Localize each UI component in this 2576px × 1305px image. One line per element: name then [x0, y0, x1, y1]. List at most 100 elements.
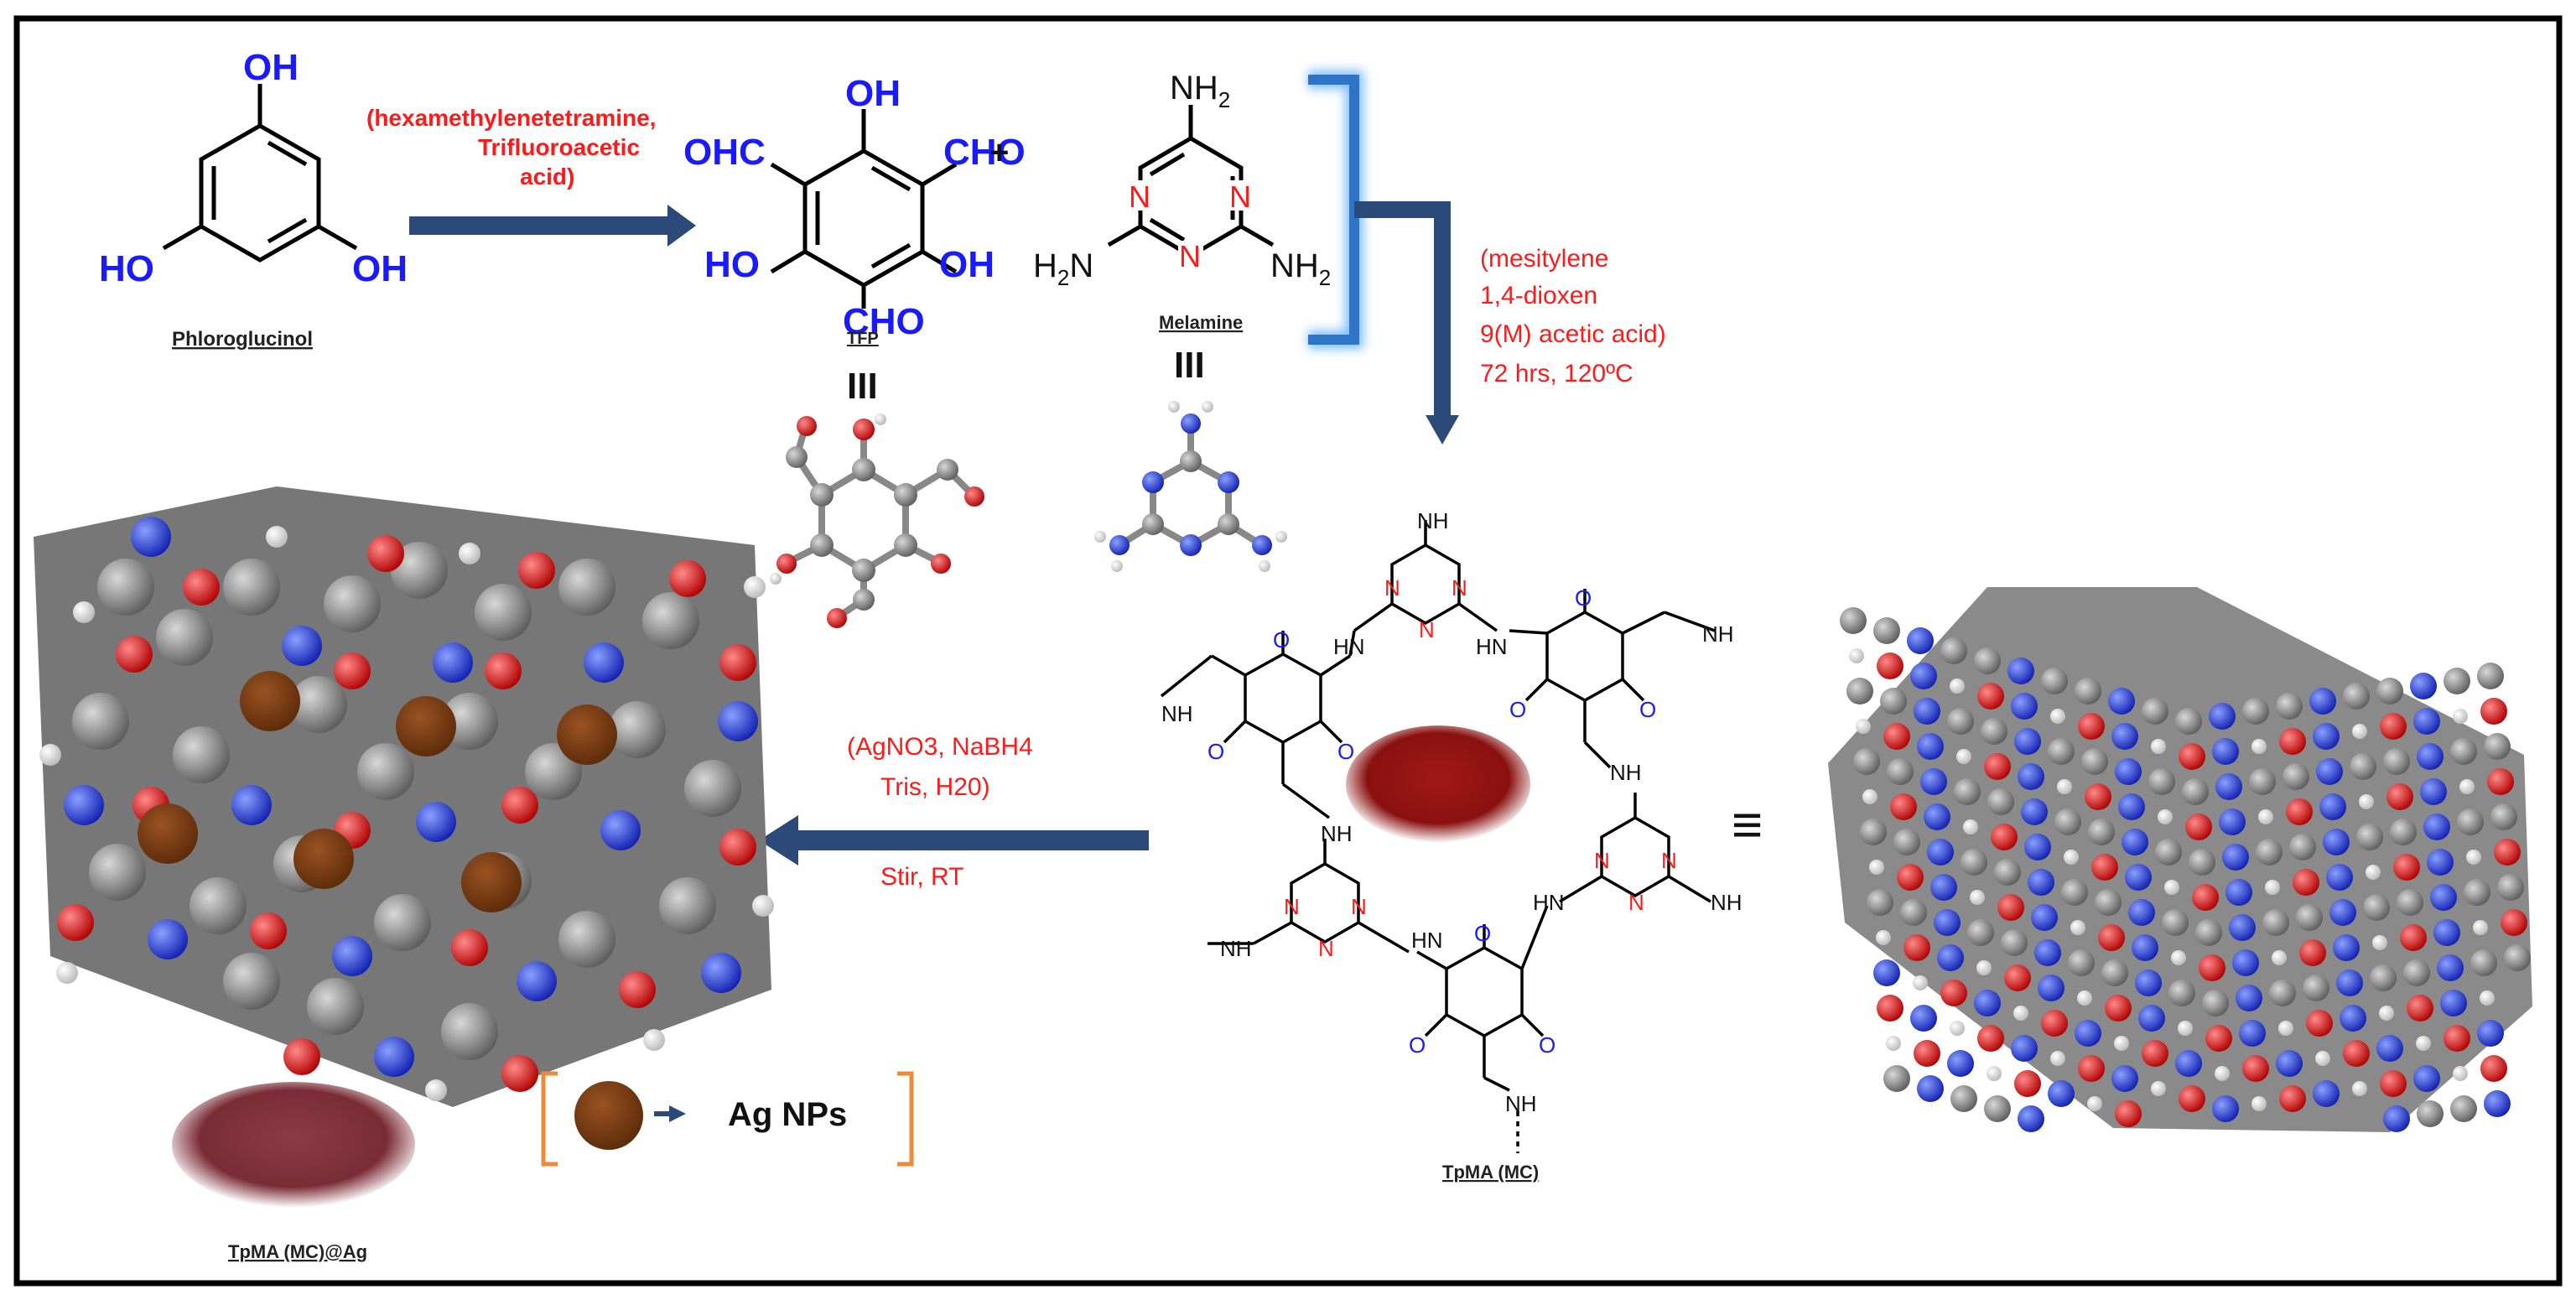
crystal-atom: [2101, 959, 2128, 986]
composite-powder-photo: [172, 1082, 415, 1208]
crystal-atom: [1947, 708, 1974, 735]
crystal-atom: [2041, 1010, 2068, 1037]
tpma-atom-labels: NH N N N HN HN NH NH O O O O O O NH NH N…: [1161, 508, 1742, 1116]
crystal-atom: [1840, 607, 1867, 634]
crystal-atom: [2258, 809, 2273, 824]
composite-space-filling-model: [34, 486, 774, 1107]
crystal-atom: [2262, 909, 2289, 936]
crystal-atom: [2225, 879, 2252, 906]
crystal-atom: [2075, 678, 2101, 704]
crystal-atom: [1937, 944, 1964, 971]
tpma-powder-photo: [1346, 725, 1530, 843]
crystal-atom: [2480, 698, 2507, 725]
crystal-atom: [2326, 864, 2353, 891]
crystal-atom: [2077, 990, 2092, 1006]
crystal-atom: [1849, 648, 1864, 663]
crystal-atom: [2151, 1081, 2166, 1096]
plus-sign: +: [989, 134, 1009, 171]
phloroglucinol-structure: OH HO OH Phloroglucinol: [99, 47, 408, 351]
crystal-atom: [2350, 753, 2376, 780]
crystal-atom: [2453, 709, 2468, 724]
crystal-atom: [1967, 919, 1994, 946]
crystal-atom: [2078, 1055, 2105, 1082]
crystal-atom: [2466, 850, 2481, 865]
crystal-atom: [2343, 683, 2370, 710]
crystal-atom: [2403, 959, 2430, 986]
crystal-atom: [2064, 850, 2079, 865]
crystal-atom: [1947, 1050, 1974, 1077]
crystal-atom: [2313, 723, 2340, 750]
crystal-atom: [2504, 944, 2531, 971]
melamine-label: Melamine: [1159, 312, 1243, 333]
crystal-atom: [2343, 1040, 2370, 1067]
crystal-atom: [2179, 1085, 2205, 1112]
crystal-atom: [2075, 1020, 2101, 1047]
crystal-atom: [2132, 934, 2158, 961]
crystal-atom: [2359, 794, 2374, 809]
crystal-atom: [1950, 678, 1965, 694]
reagents-2-line-3: Stir, RT: [880, 863, 963, 891]
crystal-atom: [2386, 783, 2413, 810]
tpma-nh-4: NH: [1610, 760, 1642, 785]
crystal-atom: [2239, 1020, 2266, 1047]
crystal-atom: [1853, 748, 1880, 775]
tpma-hn-3: HN: [1533, 890, 1565, 915]
crystal-atom: [1984, 753, 2011, 780]
crystal-atom: [2031, 904, 2058, 931]
crystal-atom: [2105, 995, 2132, 1022]
crystal-atom: [2470, 949, 2497, 976]
crystal-atom: [2215, 1066, 2230, 1081]
crystal-atom: [2098, 924, 2125, 951]
crystal-atom: [2313, 1080, 2340, 1107]
crystal-atom: [1886, 1036, 1901, 1051]
crystal-atom: [2209, 703, 2236, 730]
crystal-atom: [2199, 954, 2225, 981]
crystal-atom: [2407, 995, 2433, 1022]
crystal-atom: [2480, 990, 2495, 1006]
tpma-nh-6: NH: [1711, 890, 1742, 915]
crystal-atom: [2251, 739, 2267, 754]
melamine-equivalents: III: [1174, 345, 1205, 386]
crystal-atom: [2484, 1090, 2511, 1117]
crystal-atom: [2050, 709, 2065, 724]
conditions-line-1: (mesitylene: [1480, 245, 1608, 273]
equivalence-sign: ≡: [1732, 794, 1763, 855]
crystal-atom: [2095, 889, 2122, 916]
crystal-atom: [2013, 1006, 2028, 1021]
melamine-n-left: N: [1129, 179, 1150, 214]
crystal-atom: [2477, 1020, 2504, 1047]
reaction-arrow-1: [409, 205, 696, 247]
ag-nanoparticle: [396, 696, 456, 756]
melamine-n-bottom: N: [1179, 239, 1201, 273]
crystal-atom: [2114, 1036, 2129, 1051]
ag-nanoparticle: [293, 829, 354, 889]
tfp-cho-left: OHC: [683, 132, 766, 173]
crystal-atom: [2397, 889, 2423, 916]
crystal-atom: [2366, 865, 2381, 880]
crystal-atom: [2393, 854, 2420, 881]
tpma-nh-7: NH: [1220, 936, 1252, 961]
tpma-o-2: O: [1208, 739, 1224, 764]
tpma-o-8: O: [1409, 1032, 1426, 1058]
crystal-atom: [1984, 1095, 2011, 1122]
reagents-1-line-1: (hexamethylenetetramine,: [366, 105, 656, 131]
crystal-atom: [2122, 829, 2148, 855]
crystal-atom: [1987, 1066, 2002, 1081]
crystal-atom: [1917, 733, 1944, 760]
crystal-atom: [1910, 663, 1937, 689]
crystal-atom: [2164, 880, 2179, 895]
crystal-atom: [2182, 778, 2209, 805]
crystal-atom: [1927, 839, 1954, 866]
tpma-o-7: O: [1474, 921, 1491, 946]
ag-nanoparticle: [138, 803, 198, 864]
crystal-atom: [2352, 1081, 2367, 1096]
crystal-atom: [2001, 929, 2028, 956]
crystal-atom: [2178, 1021, 2193, 1036]
crystal-atom: [2427, 849, 2454, 876]
tpma-n-3: N: [1419, 617, 1435, 642]
crystal-atom: [2437, 954, 2464, 981]
crystal-atom: [1869, 860, 1884, 875]
crystal-atom: [2315, 1051, 2330, 1066]
crystal-atom: [1860, 819, 1887, 845]
